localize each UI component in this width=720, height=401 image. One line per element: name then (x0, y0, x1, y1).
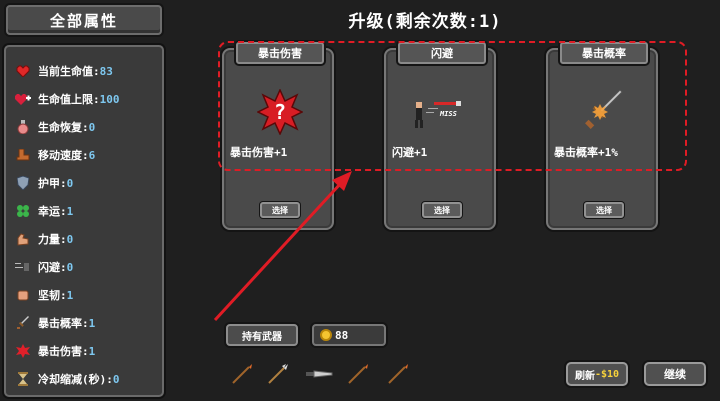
stat-row-hp-regen: 生命恢复:0 (14, 113, 154, 141)
stat-label: 力量: (38, 233, 67, 246)
attributes-title: 全部属性 (6, 5, 162, 35)
dash-icon (14, 259, 32, 275)
stat-value: 1 (66, 288, 74, 302)
card-header: 闪避 (398, 42, 486, 64)
stat-label: 暴击伤害: (38, 345, 89, 358)
heart-plus-icon (14, 91, 32, 107)
stat-value: 6 (88, 148, 96, 162)
coin-counter: 88 (312, 324, 386, 346)
clover-icon (14, 203, 32, 219)
svg-text:?: ? (274, 100, 286, 124)
card-header: 暴击概率 (560, 42, 648, 64)
upgrade-card-crit-chance[interactable]: 暴击概率 暴击概率+1% 选择 (546, 42, 658, 230)
upgrade-card-dodge[interactable]: 闪避 MISS 闪避+1 选择 (384, 42, 496, 230)
stat-row-luck: 幸运:1 (14, 197, 154, 225)
card-header: 暴击伤害 (236, 42, 324, 64)
stat-label: 暴击概率: (38, 317, 89, 330)
stat-row-strength: 力量:0 (14, 225, 154, 253)
fist-icon (14, 287, 32, 303)
card-description: 暴击概率+1% (554, 146, 618, 159)
stat-value: 0 (66, 176, 74, 190)
coin-icon (320, 329, 332, 341)
weapon-slot-knife[interactable] (304, 362, 334, 386)
stat-row-dodge: 闪避:0 (14, 253, 154, 281)
potion-icon (14, 119, 32, 135)
stat-row-move-speed: 移动速度:6 (14, 141, 154, 169)
stat-label: 当前生命值: (38, 65, 100, 78)
stat-label: 护甲: (38, 177, 67, 190)
stat-value: 0 (112, 372, 120, 386)
upgrade-card-crit-damage[interactable]: 暴击伤害 ? 暴击伤害+1 选择 (222, 42, 334, 230)
refresh-button[interactable]: 刷新-$10 (566, 362, 628, 386)
select-button[interactable]: 选择 (422, 202, 462, 218)
sword-icon (14, 315, 32, 331)
stat-label: 闪避: (38, 261, 67, 274)
select-button[interactable]: 选择 (260, 202, 300, 218)
stat-label: 生命恢复: (38, 121, 89, 134)
refresh-label: 刷新 (574, 370, 595, 382)
weapon-slot-trident[interactable] (266, 362, 290, 386)
stat-row-current-hp: 当前生命值:83 (14, 57, 154, 85)
stat-row-toughness: 坚韧:1 (14, 281, 154, 309)
stat-value: 0 (66, 260, 74, 274)
card-description: 暴击伤害+1 (230, 146, 288, 159)
crit-burst-icon: ? (250, 84, 310, 140)
stat-value: 83 (99, 64, 113, 78)
weapon-slot-spear-2[interactable] (346, 362, 370, 386)
dodge-miss-icon: MISS (412, 84, 472, 140)
select-button[interactable]: 选择 (584, 202, 624, 218)
continue-button[interactable]: 继续 (644, 362, 706, 386)
stat-label: 移动速度: (38, 149, 89, 162)
stat-row-max-hp: 生命值上限:100 (14, 85, 154, 113)
stat-label: 生命值上限: (38, 93, 100, 106)
stat-row-armor: 护甲:0 (14, 169, 154, 197)
shield-icon (14, 175, 32, 191)
stat-value: 0 (66, 232, 74, 246)
stat-row-crit-damage: 暴击伤害:1 (14, 337, 154, 365)
sword-spark-icon (574, 84, 634, 140)
stat-value: 100 (99, 92, 120, 106)
upgrade-title: 升级(剩余次数:1) (348, 11, 502, 32)
stat-value: 1 (88, 316, 96, 330)
stat-row-cooldown: 冷却缩减(秒):0 (14, 365, 154, 393)
stat-value: 1 (66, 204, 74, 218)
crit-icon (14, 343, 32, 359)
card-description: 闪避+1 (392, 146, 428, 159)
boot-icon (14, 147, 32, 163)
stat-label: 冷却缩减(秒): (38, 373, 113, 386)
stat-label: 坚韧: (38, 289, 67, 302)
refresh-cost: -$10 (594, 368, 620, 380)
heart-icon (14, 63, 32, 79)
owned-weapons-button[interactable]: 持有武器 (226, 324, 298, 346)
weapon-slot-spear-3[interactable] (386, 362, 410, 386)
coin-amount: 88 (335, 328, 349, 342)
stat-value: 1 (88, 344, 96, 358)
stat-label: 幸运: (38, 205, 67, 218)
stat-row-crit-chance: 暴击概率:1 (14, 309, 154, 337)
stat-value: 0 (88, 120, 96, 134)
miss-text: MISS (440, 110, 457, 118)
arm-icon (14, 231, 32, 247)
hourglass-icon (14, 371, 32, 387)
weapon-slot-spear[interactable] (230, 362, 254, 386)
attributes-panel: 当前生命值:83 生命值上限:100 生命恢复:0 移动速度:6 护甲:0 幸运… (4, 45, 164, 397)
